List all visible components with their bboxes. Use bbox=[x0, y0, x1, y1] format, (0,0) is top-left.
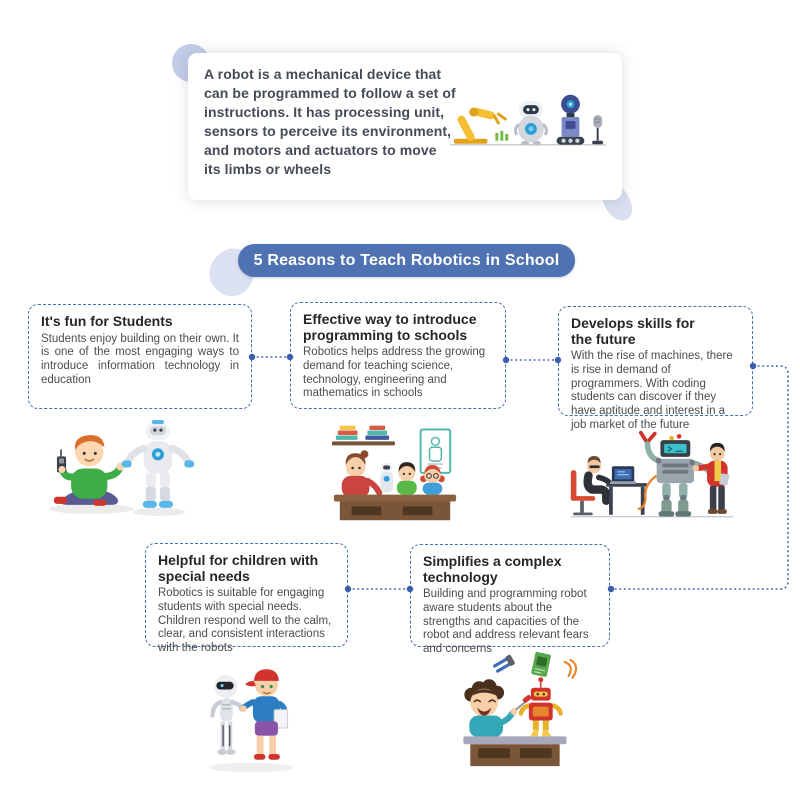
big-robot-icon bbox=[637, 430, 712, 517]
chip-icon bbox=[531, 651, 551, 677]
teacher-icon bbox=[341, 450, 383, 498]
pliers-icon bbox=[493, 654, 515, 673]
round-robot-icon bbox=[514, 101, 548, 146]
classroom-desk-icon bbox=[333, 494, 457, 521]
card-body: Students enjoy building on their own. It… bbox=[41, 332, 239, 386]
card-title: It's fun for Students bbox=[41, 313, 173, 329]
banner-title-text: 5 Reasons to Teach Robotics in School bbox=[253, 251, 560, 269]
robot-definition-box: A robot is a mechanical device that can … bbox=[188, 53, 622, 200]
mic-robot-icon bbox=[592, 115, 604, 145]
happy-boy-builder-icon bbox=[464, 679, 532, 738]
bookshelf-icon bbox=[331, 425, 395, 446]
card-title: Effective way to introduce programming t… bbox=[303, 311, 477, 343]
illustration-classroom bbox=[331, 425, 457, 521]
desk-robot-icon bbox=[380, 463, 394, 493]
card-simplifies-technology: Simplifies a complex technology Building… bbox=[410, 544, 610, 655]
engineer-at-laptop-icon bbox=[570, 456, 613, 516]
illustration-robotics-lab bbox=[570, 430, 734, 518]
inspector-icon bbox=[692, 442, 730, 514]
boy-with-remote-icon bbox=[53, 435, 125, 506]
illustration-handshake bbox=[208, 669, 294, 773]
tall-robot-icon bbox=[556, 94, 585, 145]
card-title: Develops skills for the future bbox=[571, 315, 695, 347]
robots-lineup-illustration bbox=[449, 94, 607, 146]
card-title: Simplifies a complex technology bbox=[423, 553, 562, 585]
red-robot-icon bbox=[518, 677, 563, 737]
card-special-needs: Helpful for children with special needs … bbox=[145, 543, 348, 654]
card-fun-for-students: It's fun for Students Students enjoy bui… bbox=[28, 304, 252, 409]
laptop-desk-icon bbox=[606, 466, 648, 515]
card-introduce-programming: Effective way to introduce programming t… bbox=[290, 302, 506, 409]
student-girl-icon bbox=[420, 465, 445, 495]
robot-arm-icon bbox=[453, 107, 509, 144]
card-develops-skills: Develops skills for the future With the … bbox=[558, 306, 753, 431]
card-body: Robotics helps address the growing deman… bbox=[303, 346, 486, 400]
illustration-fun-for-students bbox=[48, 420, 195, 516]
boy-with-cap-icon bbox=[239, 669, 289, 760]
wires-icon bbox=[563, 658, 578, 679]
humanoid-robot-icon bbox=[121, 420, 195, 508]
slim-robot-icon bbox=[210, 675, 246, 755]
banner-title: 5 Reasons to Teach Robotics in School bbox=[238, 244, 575, 277]
workbench-icon bbox=[463, 736, 567, 767]
card-title: Helpful for children with special needs bbox=[158, 552, 319, 584]
robot-definition-text: A robot is a mechanical device that can … bbox=[204, 66, 456, 177]
illustration-building-robot bbox=[463, 651, 578, 767]
student-boy-icon bbox=[396, 462, 417, 495]
card-body: Robotics is suitable for engaging studen… bbox=[158, 587, 332, 655]
card-body: Building and programming robot aware stu… bbox=[423, 588, 589, 656]
